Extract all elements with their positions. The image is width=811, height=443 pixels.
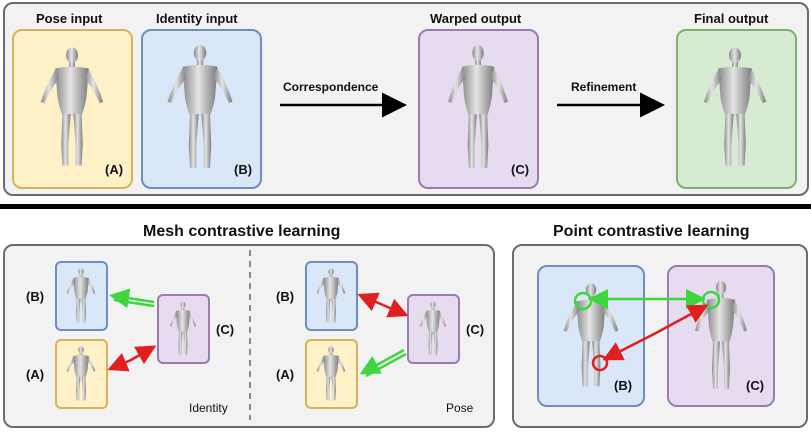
pose-negative-arrow <box>357 292 409 318</box>
mesh-identity-label-c: (C) <box>216 322 235 337</box>
correspondence-label: Correspondence <box>283 80 379 94</box>
mesh-identity-label-a: (A) <box>26 367 45 382</box>
point-contrastive-title: Point contrastive learning <box>553 223 750 240</box>
point-label-b: (B) <box>614 378 633 393</box>
section-divider <box>0 204 811 209</box>
mesh-contrastive-title: Mesh contrastive learning <box>143 223 341 240</box>
mesh-pose-label-b: (B) <box>276 289 295 304</box>
mesh-identity-label-b: (B) <box>26 289 45 304</box>
identity-input-title: Identity input <box>156 11 238 26</box>
refinement-label: Refinement <box>571 80 637 94</box>
identity-input-figure <box>167 44 233 168</box>
pose-card-label: (A) <box>105 162 124 177</box>
warped-output-figure <box>448 44 508 168</box>
warped-output-title: Warped output <box>430 11 522 26</box>
warped-card-label: (C) <box>511 162 530 177</box>
identity-knee-marker <box>591 354 609 372</box>
final-output-title: Final output <box>694 11 769 26</box>
point-label-c: (C) <box>746 378 765 393</box>
identity-card-label: (B) <box>234 162 253 177</box>
mesh-pose-label-c: (C) <box>466 322 485 337</box>
final-output-figure <box>703 47 767 166</box>
pose-positive-arrow <box>359 348 407 378</box>
pose-input-title: Pose input <box>36 11 103 26</box>
pose-caption: Pose <box>446 401 474 415</box>
pose-input-figure <box>40 47 104 166</box>
identity-positive-arrow <box>109 288 155 309</box>
point-negative-arrow <box>602 304 709 361</box>
identity-negative-arrow <box>107 345 157 372</box>
identity-caption: Identity <box>189 401 228 415</box>
mesh-pose-label-a: (A) <box>276 367 295 382</box>
